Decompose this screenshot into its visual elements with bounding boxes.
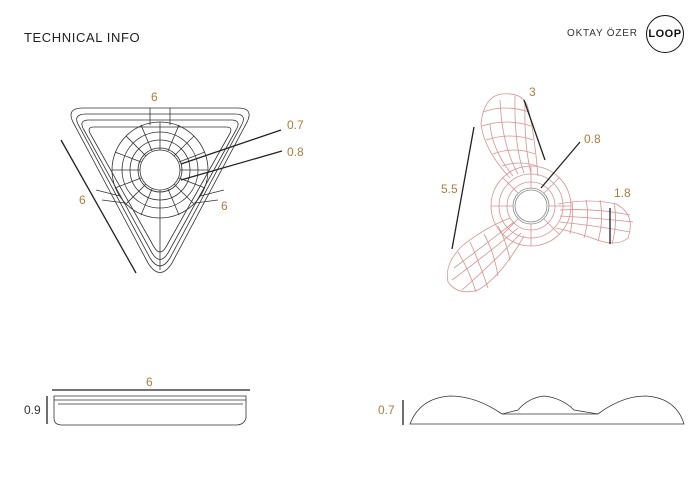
triangle-top-dimension: 6 (151, 90, 158, 104)
triangle-right-dimension: 6 (221, 199, 228, 213)
triangle-top-view (70, 107, 250, 273)
propeller-length-dimension: 5.5 (441, 182, 458, 196)
triangle-dimension-lines (60, 129, 283, 274)
propeller-top-view (446, 93, 634, 293)
propeller-side-view (409, 395, 685, 425)
triangle-side-dimension-lines (46, 389, 250, 424)
triangle-side-view (53, 395, 247, 426)
brand-logo: LOOP (646, 15, 684, 53)
triangle-inner-dimension-2: 0.8 (287, 145, 304, 159)
triangle-inner-dimension-1: 0.7 (287, 118, 304, 132)
triangle-side-width-dimension: 6 (146, 375, 153, 389)
propeller-blade-width-dimension: 3 (529, 85, 536, 99)
propeller-tip-dimension: 1.8 (614, 186, 631, 200)
propeller-hub-dimension: 0.8 (584, 132, 601, 146)
triangle-side-height-dimension: 0.9 (24, 403, 41, 417)
page-title: TECHNICAL INFO (24, 30, 141, 45)
propeller-side-height-dimension: 0.7 (378, 403, 395, 417)
designer-name: OKTAY ÖZER (567, 28, 638, 39)
logo-text: LOOP (648, 28, 682, 40)
propeller-dimension-lines (451, 99, 611, 250)
triangle-left-dimension: 6 (79, 193, 86, 207)
